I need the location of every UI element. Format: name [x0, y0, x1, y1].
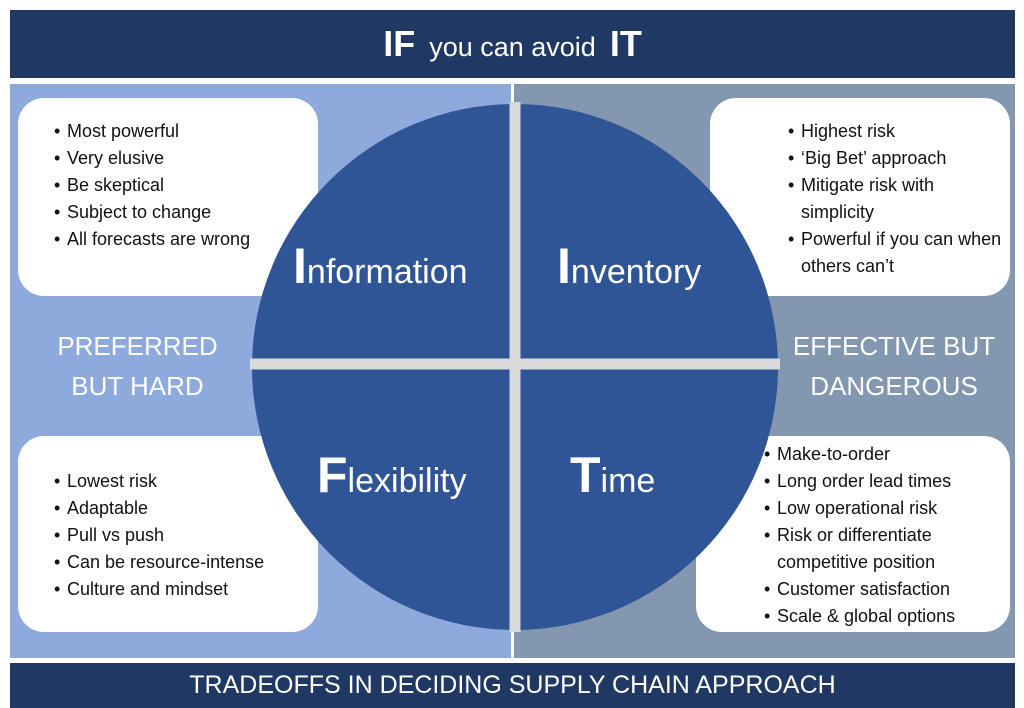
quadrant-circle-graphic — [250, 102, 780, 632]
list-item: Highest risk — [788, 118, 1002, 145]
list-item: Adaptable — [54, 495, 308, 522]
title-middle: you can avoid — [429, 32, 596, 62]
preferred-label: PREFERRED BUT HARD — [57, 331, 218, 401]
inventory-rest: nventory — [570, 253, 702, 291]
flexibility-notes-list: Lowest risk Adaptable Pull vs push Can b… — [54, 468, 308, 603]
quadrant-circle: Information Inventory Flexibility Time — [250, 102, 780, 632]
list-item: Scale & global options — [764, 603, 1004, 630]
list-item: Culture and mindset — [54, 576, 308, 603]
list-item: ‘Big Bet’ approach — [788, 145, 1002, 172]
information-rest: nformation — [306, 253, 468, 291]
inventory-initial: I — [557, 238, 571, 294]
time-notes-list: Make-to-order Long order lead times Low … — [764, 441, 1004, 630]
title-if: IF — [383, 23, 416, 64]
title-it: IT — [609, 23, 642, 64]
flexibility-rest: lexibility — [347, 462, 467, 500]
list-item: Very elusive — [54, 145, 308, 172]
flexibility-initial: F — [317, 447, 348, 503]
list-item: Long order lead times — [764, 468, 1004, 495]
list-item: Pull vs push — [54, 522, 308, 549]
list-item: Be skeptical — [54, 172, 308, 199]
footer-banner: TRADEOFFS IN DECIDING SUPPLY CHAIN APPRO… — [10, 663, 1015, 708]
list-item: Customer satisfaction — [764, 576, 1004, 603]
title-banner: IF you can avoid IT — [10, 10, 1015, 78]
flexibility-label: Flexibility — [317, 446, 467, 504]
list-item: Can be resource-intense — [54, 549, 308, 576]
list-item: All forecasts are wrong — [54, 226, 308, 253]
information-initial: I — [293, 238, 307, 294]
information-notes-box: Most powerful Very elusive Be skeptical … — [18, 98, 318, 296]
time-label: Time — [570, 446, 655, 504]
list-item: Low operational risk — [764, 495, 1004, 522]
inventory-notes-box: Highest risk ‘Big Bet’ approach Mitigate… — [710, 98, 1010, 296]
list-item: Most powerful — [54, 118, 308, 145]
list-item: Subject to change — [54, 199, 308, 226]
list-item: Mitigate risk with simplicity — [788, 172, 1002, 226]
effective-label: EFFECTIVE BUT DANGEROUS — [792, 331, 996, 401]
footer-caption: TRADEOFFS IN DECIDING SUPPLY CHAIN APPRO… — [189, 671, 836, 699]
list-item: Make-to-order — [764, 441, 1004, 468]
time-rest: ime — [600, 462, 656, 500]
information-label: Information — [293, 237, 468, 295]
list-item: Risk or differentiate competitive positi… — [764, 522, 1004, 576]
list-item: Powerful if you can when others can’t — [788, 226, 1002, 280]
time-initial: T — [570, 447, 601, 503]
inventory-notes-list: Highest risk ‘Big Bet’ approach Mitigate… — [788, 118, 1002, 280]
page-title: IF you can avoid IT — [383, 23, 642, 65]
flexibility-notes-box: Lowest risk Adaptable Pull vs push Can b… — [18, 436, 318, 632]
information-notes-list: Most powerful Very elusive Be skeptical … — [54, 118, 308, 253]
inventory-label: Inventory — [557, 237, 701, 295]
list-item: Lowest risk — [54, 468, 308, 495]
